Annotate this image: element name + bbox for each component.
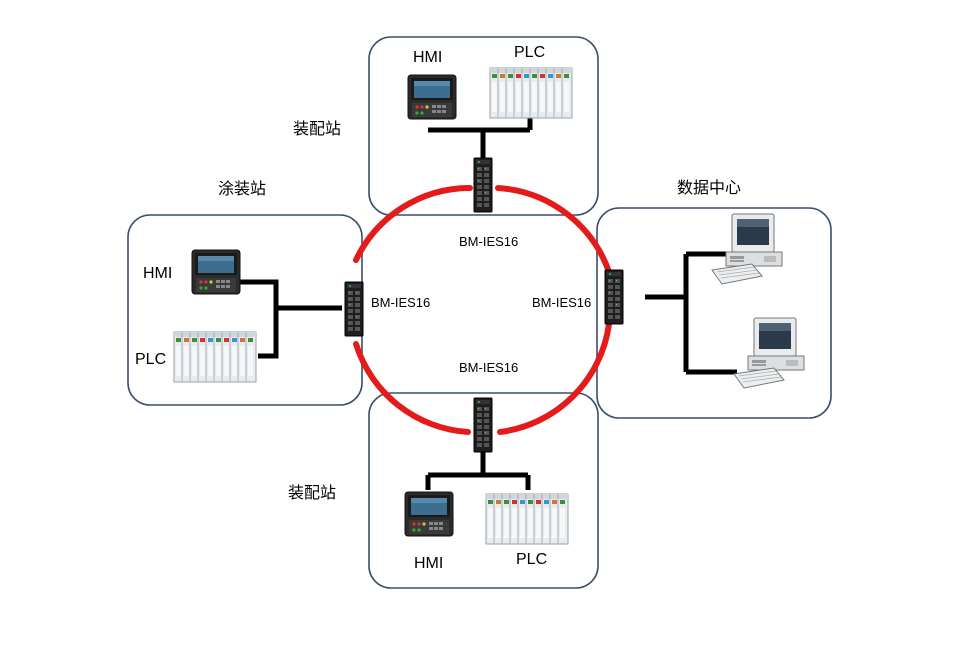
switch-icon: [473, 397, 493, 453]
left-plc-label: PLC: [135, 351, 166, 368]
plc-icon: [173, 331, 257, 383]
left-station-title: 涂装站: [218, 179, 266, 198]
bottom-hmi-label: HMI: [414, 555, 443, 572]
switch-label-left: BM-IES16: [371, 295, 430, 310]
ring-network: [353, 184, 612, 435]
station-box-right: [596, 207, 832, 419]
switch-label-bottom: BM-IES16: [459, 360, 518, 375]
switch-icon: [473, 157, 493, 213]
plc-icon: [489, 67, 573, 119]
switch-icon: [604, 269, 624, 325]
hmi-icon: [191, 249, 241, 295]
switch-icon: [344, 281, 364, 337]
cables: [240, 118, 737, 490]
bottom-plc-label: PLC: [516, 551, 547, 568]
top-station-title: 装配站: [293, 119, 341, 138]
hmi-icon: [404, 491, 454, 537]
plc-icon: [485, 493, 569, 545]
switch-label-top: BM-IES16: [459, 234, 518, 249]
switch-label-right: BM-IES16: [532, 295, 591, 310]
left-hmi-label: HMI: [143, 265, 172, 282]
top-hmi-label: HMI: [413, 49, 442, 66]
hmi-icon: [407, 74, 457, 120]
bottom-station-title: 装配站: [288, 483, 336, 502]
top-plc-label: PLC: [514, 44, 545, 61]
right-station-title: 数据中心: [677, 178, 741, 197]
